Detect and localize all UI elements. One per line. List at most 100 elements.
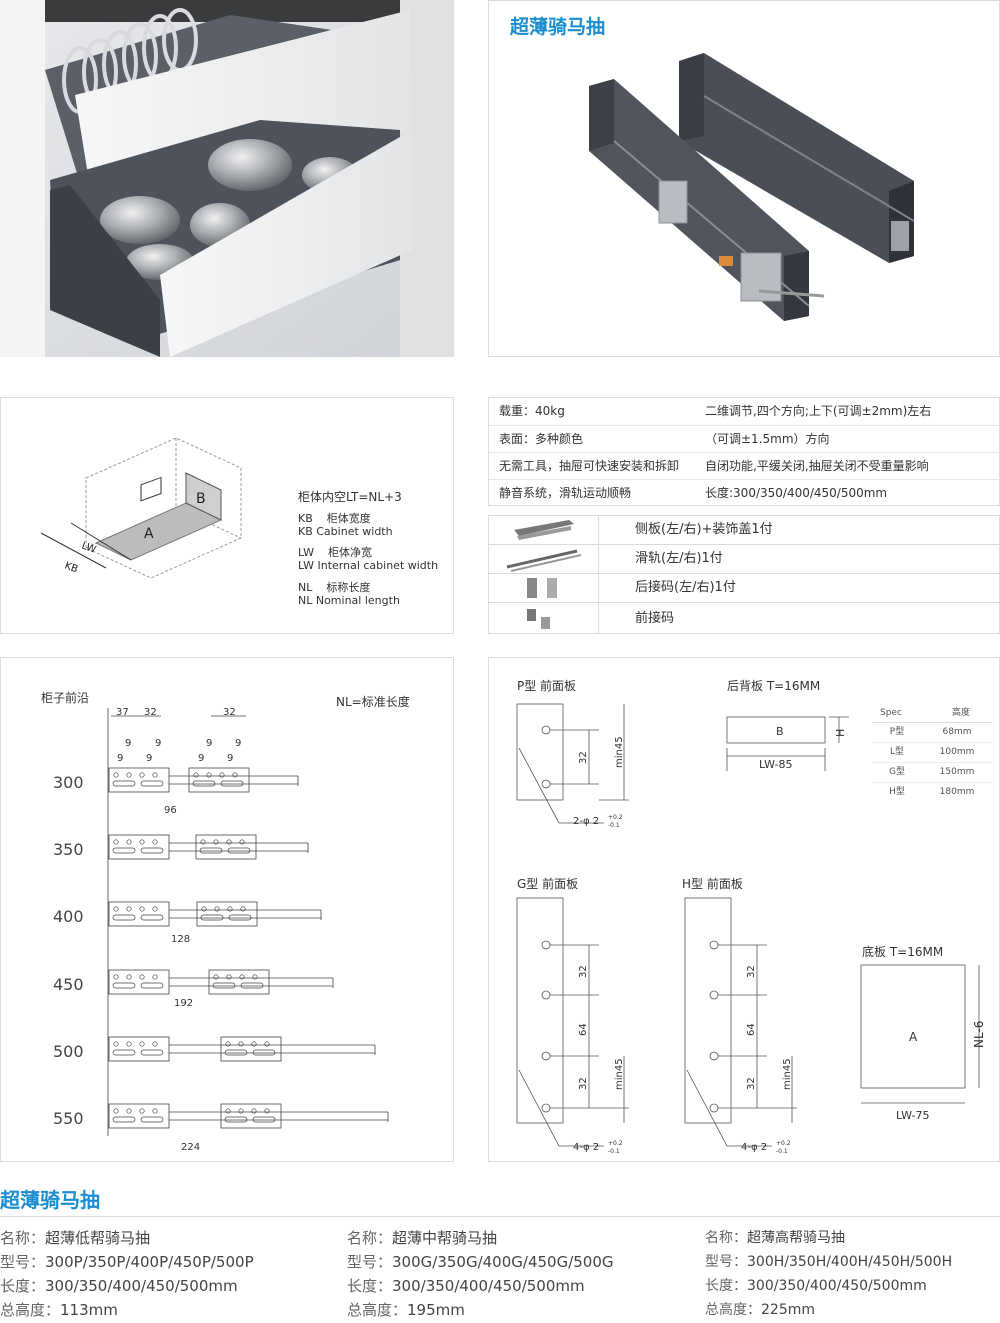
mount-hole [126,772,132,778]
slot-hole [112,1049,136,1056]
slot-hole [112,1116,136,1123]
slot-hole [112,847,136,854]
rear-bracket [208,969,270,995]
front-bracket [108,969,170,995]
product-col-mid: 名称：超薄中帮骑马抽 型号：300G/350G/400G/450G/500G 长… [347,1229,614,1319]
rear-bracket [195,834,257,860]
accessory-item: 滑轨(左/右)1付 [489,544,1000,573]
mount-hole [113,1108,119,1114]
product-col-low: 名称：超薄低帮骑马抽 型号：300P/350P/400P/450P/500P 长… [0,1229,254,1319]
slot-hole [252,1049,276,1056]
mount-hole [264,1041,270,1047]
mount-hole [152,974,158,980]
slot-hole [192,780,216,787]
slot-hole [228,914,252,921]
dim-9-c: 9 [206,738,213,749]
mount-hole [264,1108,270,1114]
mount-hole [219,772,225,778]
mount-hole [152,1041,158,1047]
mount-hole [201,906,207,912]
slot-hole [140,1049,164,1056]
label-lw: LW [80,540,98,555]
mount-hole [126,974,132,980]
g-dim-32a: 32 [578,965,589,978]
side-panel-icon [514,520,574,540]
mount-hole [113,1041,119,1047]
mount-hole [139,1041,145,1047]
kitchen-drawer-photo [0,0,454,357]
mount-hole [225,1108,231,1114]
mount-hole [213,839,219,845]
g-dim-min45: min45 [614,1058,625,1090]
slot-hole [112,982,136,989]
mount-hole [126,839,132,845]
slot-hole [220,780,244,787]
g-tol-up: +0.2 [608,1140,623,1147]
dim-9-b: 9 [155,738,162,749]
dim-9-d: 9 [235,738,242,749]
rear-bracket [220,1103,282,1129]
hole-pattern-drawing: 37 32 32 [107,707,389,1136]
size-label: 400 [53,907,84,926]
mount-hole [139,1108,145,1114]
slot-hole [140,914,164,921]
mount-hole [152,906,158,912]
mount-hole [252,974,258,980]
front-edge-label: 柜子前沿 [41,691,90,705]
front-bracket [108,901,170,927]
slot-hole [112,914,136,921]
slot-hole [140,780,164,787]
mount-hole [226,974,232,980]
mount-hole [239,839,245,845]
bottom-label-a: A [909,1030,918,1044]
mount-hole [240,906,246,912]
rear-bracket [220,1036,282,1062]
size-label: 450 [53,975,84,994]
front-bracket [108,767,170,793]
h-dim-min45: min45 [782,1058,793,1090]
legend-kb: KB 柜体宽度 KB Cabinet width [298,512,393,538]
hole-pattern-panel: 柜子前沿 NL=标准长度 37 32 32 300 350 400 450 50… [0,657,454,1162]
dim-32a: 32 [144,707,157,718]
mount-hole [139,772,145,778]
mount-hole [152,772,158,778]
span-224: 224 [181,1142,201,1153]
bottom-section-title: 超薄骑马抽 [0,1188,100,1212]
mount-hole [126,906,132,912]
label-b: B [196,491,206,507]
slot-hole [240,982,264,989]
accessory-item: 后接码(左/右)1付 [489,573,1000,602]
p-dim-32: 32 [578,751,589,764]
label-kb: KB [63,560,80,575]
front-bracket [108,1103,170,1129]
panel-drawings: 32 min45 2-φ 2 +0.2 -0.1 B H LW-85 32 64… [516,703,986,1155]
mount-hole [152,1108,158,1114]
mount-hole [193,772,199,778]
slot-hole [140,847,164,854]
mount-hole [251,1041,257,1047]
bottom-panel-title: 底板 T=16MM [862,945,944,959]
h-hole-note: 4-φ 2 [741,1142,767,1153]
g-hole-note: 4-φ 2 [573,1142,599,1153]
back-panel-title: 后背板 T=16MM [727,679,821,693]
section-divider [0,1216,1000,1217]
dim-9-e: 9 [117,753,124,764]
dim-9-f: 9 [146,753,153,764]
mount-hole [200,839,206,845]
front-bracket [108,834,170,860]
mount-hole [232,772,238,778]
dim-9-g: 9 [198,753,205,764]
spec-row: 无需工具，抽屉可快速安装和拆卸自闭功能,平缓关闭,抽屉关闭不受重量影响 [489,452,1000,480]
bottom-label-nl6: NL-6 [972,1021,986,1048]
slot-hole [140,982,164,989]
nl-note: NL=标准长度 [336,695,410,709]
mount-hole [239,974,245,980]
mount-hole [227,906,233,912]
size-label: 500 [53,1042,84,1061]
rear-bracket [188,767,250,793]
slot-hole [224,1049,248,1056]
accessory-item: 侧板(左/右)+装饰盖1付 [489,515,1000,544]
